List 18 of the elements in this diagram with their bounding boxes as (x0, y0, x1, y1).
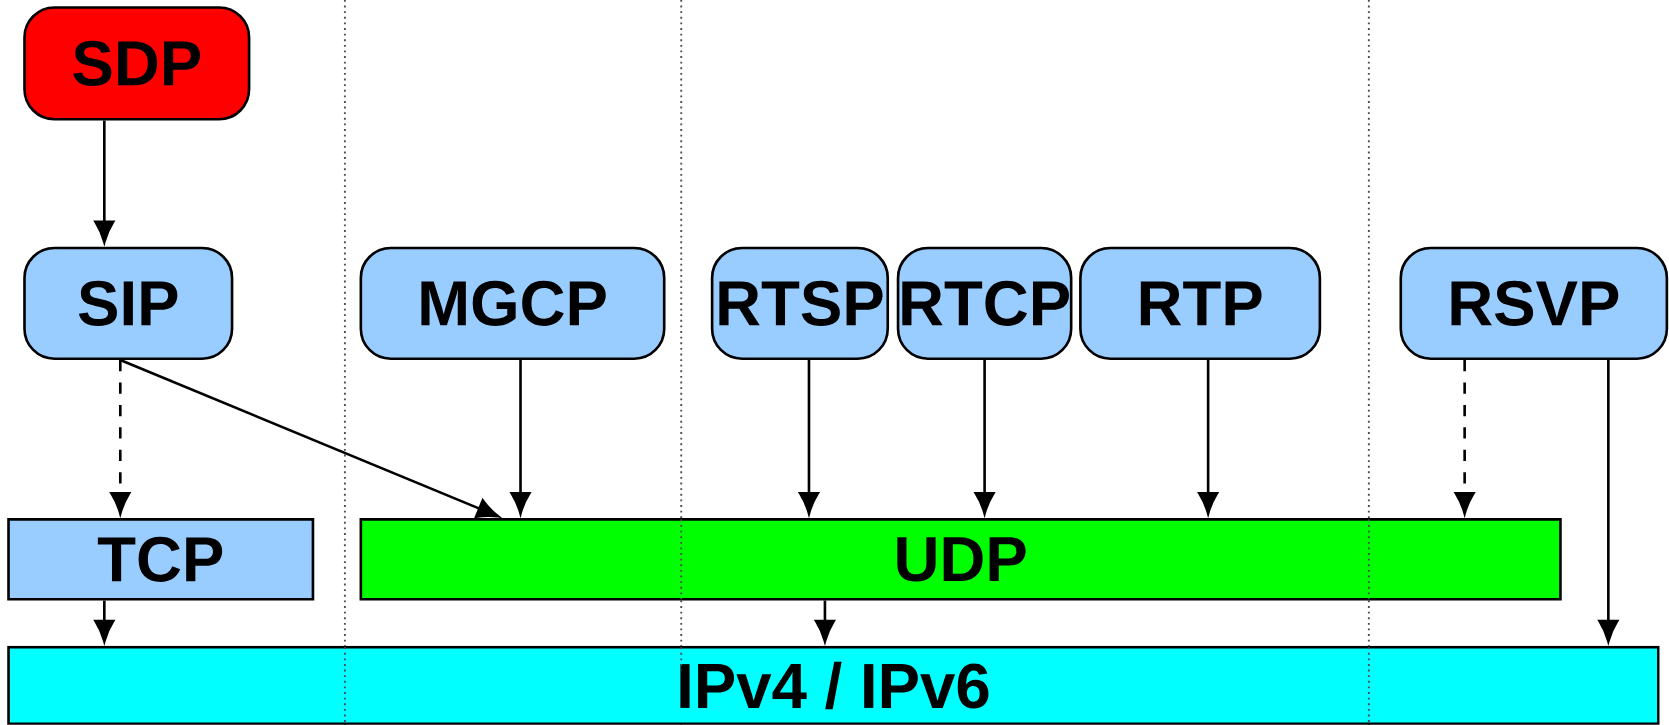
arrow (798, 360, 820, 515)
arrow (110, 360, 131, 515)
transport-box: TCP (7, 518, 315, 601)
arrow (1598, 360, 1619, 643)
transport-box: UDP (359, 518, 1562, 601)
arrow (119, 358, 500, 519)
protocol-box: SDP (23, 6, 251, 121)
arrow (94, 120, 115, 244)
protocol-box: RSVP (1399, 246, 1669, 361)
network-layer-bar: IPv4 / IPv6 (7, 645, 1660, 725)
arrow (814, 600, 835, 643)
arrow (94, 600, 115, 643)
protocol-box: MGCP (359, 246, 666, 361)
protocol-box: RTP (1079, 246, 1322, 361)
protocol-box: SIP (23, 246, 234, 361)
protocol-box: RTCP (896, 246, 1073, 361)
arrow (1198, 360, 1219, 515)
protocol-box: RTSP (710, 246, 890, 361)
